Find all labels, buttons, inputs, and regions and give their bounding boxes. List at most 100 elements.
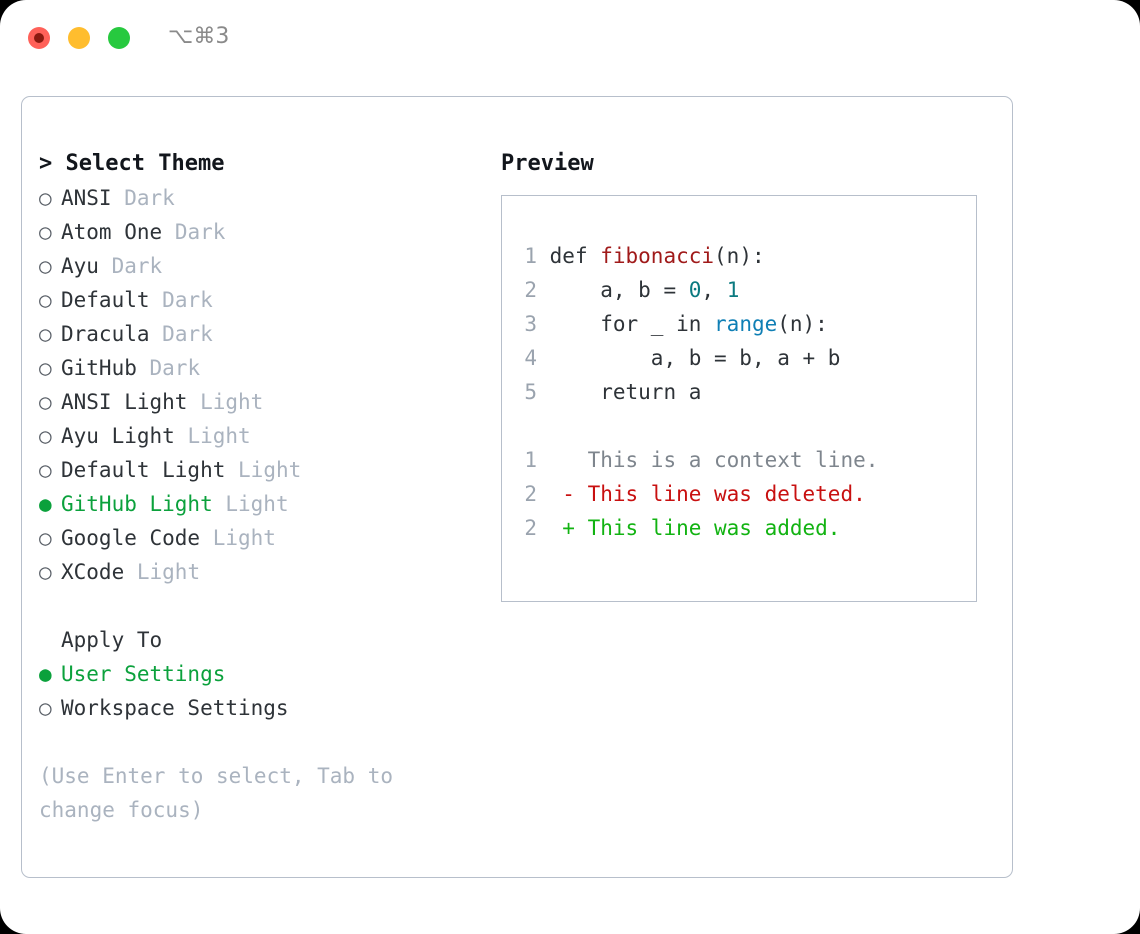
theme-name: Default	[61, 288, 150, 312]
diff-line: 2 - This line was deleted.	[519, 477, 878, 511]
prompt-caret-icon: >	[39, 151, 53, 176]
code-token: (n):	[714, 244, 765, 268]
theme-variant-tag: Dark	[111, 254, 163, 278]
theme-name: Default Light	[61, 458, 226, 482]
radio-unselected-icon[interactable]: ○	[39, 356, 52, 380]
radio-unselected-icon[interactable]: ○	[39, 526, 52, 550]
radio-unselected-icon[interactable]: ○	[39, 322, 52, 346]
radio-unselected-icon[interactable]: ○	[39, 390, 52, 414]
theme-list-item[interactable]: ○ Dracula Dark	[39, 317, 479, 351]
apply-to-list: ● User Settings ○ Workspace Settings	[39, 657, 479, 725]
theme-variant-tag: Dark	[174, 220, 226, 244]
code-token: for _ in	[549, 312, 715, 336]
theme-name: Dracula	[61, 322, 150, 346]
theme-list-item[interactable]: ○ Ayu Dark	[39, 249, 479, 283]
diff-text: - This line was deleted.	[562, 482, 866, 506]
radio-selected-icon[interactable]: ●	[39, 492, 52, 516]
code-token: range	[714, 312, 778, 336]
theme-list-item[interactable]: ○ XCode Light	[39, 555, 479, 589]
theme-list-item[interactable]: ○ Default Dark	[39, 283, 479, 317]
theme-list-item[interactable]: ○ Ayu Light Light	[39, 419, 479, 453]
radio-unselected-icon[interactable]: ○	[39, 254, 52, 278]
apply-to-label: Workspace Settings	[61, 696, 289, 720]
code-line: 1 def fibonacci(n):	[519, 239, 840, 273]
theme-name: GitHub Light	[61, 492, 213, 516]
apply-to-title: Apply To	[61, 628, 163, 652]
line-number: 2	[524, 482, 537, 506]
line-number: 4	[524, 346, 537, 370]
code-token: a, b = b, a + b	[549, 346, 841, 370]
diff-line: 1 This is a context line.	[519, 443, 878, 477]
theme-list: ○ANSI Dark○Atom One Dark○Ayu Dark○Defaul…	[39, 181, 479, 589]
diff-line: 2 + This line was added.	[519, 511, 878, 545]
theme-variant-tag: Light	[187, 424, 251, 448]
radio-unselected-icon[interactable]: ○	[39, 458, 52, 482]
maximize-window-button[interactable]	[108, 27, 130, 49]
theme-name: XCode	[61, 560, 125, 584]
preview-column: Preview 1 def fibonacci(n):2 a, b = 0, 1…	[501, 147, 991, 602]
diff-text: + This line was added.	[562, 516, 841, 540]
radio-unselected-icon[interactable]: ○	[39, 220, 52, 244]
theme-variant-tag: Light	[136, 560, 201, 584]
line-number: 1	[524, 244, 537, 268]
theme-list-item[interactable]: ○ Google Code Light	[39, 521, 479, 555]
line-number: 2	[524, 516, 537, 540]
line-number: 1	[524, 448, 537, 472]
line-number: 2	[524, 278, 537, 302]
code-token: return a	[549, 380, 702, 404]
minimize-window-button[interactable]	[68, 27, 90, 49]
preview-title: Preview	[501, 151, 594, 176]
diff-sample: 1 This is a context line.2 - This line w…	[519, 443, 878, 545]
theme-name: ANSI	[61, 186, 112, 210]
radio-selected-icon[interactable]: ●	[39, 662, 52, 686]
theme-list-item[interactable]: ○ANSI Dark	[39, 181, 479, 215]
code-token: 1	[726, 278, 740, 302]
code-line: 3 for _ in range(n):	[519, 307, 840, 341]
theme-name: Google Code	[61, 526, 201, 550]
theme-list-item[interactable]: ● GitHub Light Light	[39, 487, 479, 521]
select-theme-header: > Select Theme	[39, 147, 479, 181]
recording-indicator-icon	[34, 33, 44, 43]
theme-variant-tag: Dark	[149, 356, 201, 380]
radio-unselected-icon[interactable]: ○	[39, 696, 52, 720]
theme-variant-tag: Dark	[162, 322, 213, 346]
theme-list-item[interactable]: ○ Default Light Light	[39, 453, 479, 487]
code-token: 0	[688, 278, 702, 302]
radio-unselected-icon[interactable]: ○	[39, 560, 52, 584]
apply-to-option[interactable]: ○ Workspace Settings	[39, 691, 479, 725]
theme-list-item[interactable]: ○Atom One Dark	[39, 215, 479, 249]
code-token: ,	[701, 278, 727, 302]
theme-variant-tag: Light	[212, 526, 276, 550]
theme-list-item[interactable]: ○ ANSI Light Light	[39, 385, 479, 419]
code-line: 5 return a	[519, 375, 840, 409]
theme-selection-column: > Select Theme ○ANSI Dark○Atom One Dark○…	[39, 147, 479, 827]
theme-variant-tag: Light	[225, 492, 289, 516]
theme-variant-tag: Light	[200, 390, 264, 414]
radio-unselected-icon[interactable]: ○	[39, 424, 52, 448]
keyboard-shortcut-label: ⌥⌘3	[168, 24, 230, 49]
theme-list-item[interactable]: ○ GitHub Dark	[39, 351, 479, 385]
radio-unselected-icon[interactable]: ○	[39, 186, 52, 210]
code-line: 4 a, b = b, a + b	[519, 341, 840, 375]
theme-name: GitHub	[61, 356, 137, 380]
code-token: fibonacci	[600, 244, 715, 268]
apply-to-label: User Settings	[61, 662, 226, 686]
code-token: a, b =	[549, 278, 689, 302]
code-line: 2 a, b = 0, 1	[519, 273, 840, 307]
apply-to-option[interactable]: ● User Settings	[39, 657, 479, 691]
line-number: 3	[524, 312, 537, 336]
theme-name: Ayu	[61, 254, 99, 278]
keyboard-hint-text: (Use Enter to select, Tab to change focu…	[39, 764, 394, 822]
select-theme-label: Select Theme	[65, 151, 225, 176]
theme-variant-tag: Dark	[162, 288, 213, 312]
theme-variant-tag: Light	[238, 458, 302, 482]
radio-unselected-icon[interactable]: ○	[39, 288, 52, 312]
code-token: (n):	[777, 312, 828, 336]
theme-name: Ayu Light	[61, 424, 175, 448]
theme-name: ANSI Light	[61, 390, 188, 414]
line-number: 5	[524, 380, 537, 404]
title-bar: ⌥⌘3	[0, 0, 1140, 76]
